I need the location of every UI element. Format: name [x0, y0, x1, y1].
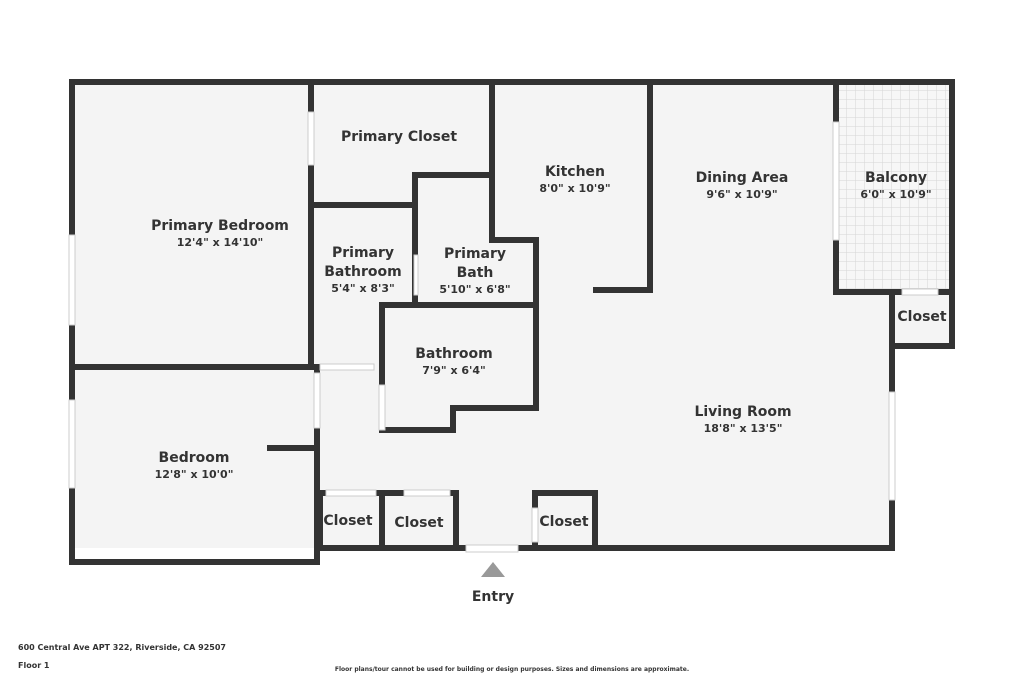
room-primary-bathroom-dim: 5'4" x 8'3" — [331, 282, 395, 295]
balcony-tiles — [836, 82, 952, 292]
room-bedroom-dim: 12'8" x 10'0" — [155, 468, 234, 481]
room-primary-bath-dim: 5'10" x 6'8" — [439, 283, 510, 296]
footer-floor: Floor 1 — [18, 661, 50, 670]
room-primary-bathroom-line1: Primary — [332, 245, 394, 261]
room-bedroom-name: Bedroom — [159, 450, 230, 466]
room-primary-bedroom-name: Primary Bedroom — [151, 218, 289, 234]
room-closet-2-name: Closet — [394, 515, 444, 531]
entry-label: Entry — [472, 589, 514, 605]
room-living-dim: 18'8" x 13'5" — [704, 422, 783, 435]
room-primary-bedroom-dim: 12'4" x 14'10" — [177, 236, 264, 249]
room-dining-name: Dining Area — [696, 170, 789, 186]
room-kitchen-dim: 8'0" x 10'9" — [539, 182, 610, 195]
room-balcony-dim: 6'0" x 10'9" — [860, 188, 931, 201]
room-closet-3-name: Closet — [539, 514, 589, 530]
room-dining-dim: 9'6" x 10'9" — [706, 188, 777, 201]
room-primary-closet-name: Primary Closet — [341, 129, 457, 145]
room-kitchen-name: Kitchen — [545, 164, 605, 180]
room-primary-bath-line2: Bath — [457, 265, 494, 281]
room-closet-1-name: Closet — [323, 513, 373, 529]
room-bathroom-name: Bathroom — [415, 346, 493, 362]
footer-address: 600 Central Ave APT 322, Riverside, CA 9… — [18, 643, 226, 652]
room-primary-bathroom-line2: Bathroom — [324, 264, 402, 280]
footer-disclaimer: Floor plans/tour cannot be used for buil… — [334, 666, 690, 673]
room-primary-bath-line1: Primary — [444, 246, 506, 262]
room-closet-right-name: Closet — [897, 309, 947, 325]
walls — [69, 79, 955, 565]
room-living-name: Living Room — [694, 404, 791, 420]
windows — [68, 111, 939, 553]
room-bathroom-dim: 7'9" x 6'4" — [422, 364, 486, 377]
room-balcony-name: Balcony — [865, 170, 927, 186]
entry-arrow-icon — [481, 562, 505, 577]
floor-area — [72, 82, 952, 548]
